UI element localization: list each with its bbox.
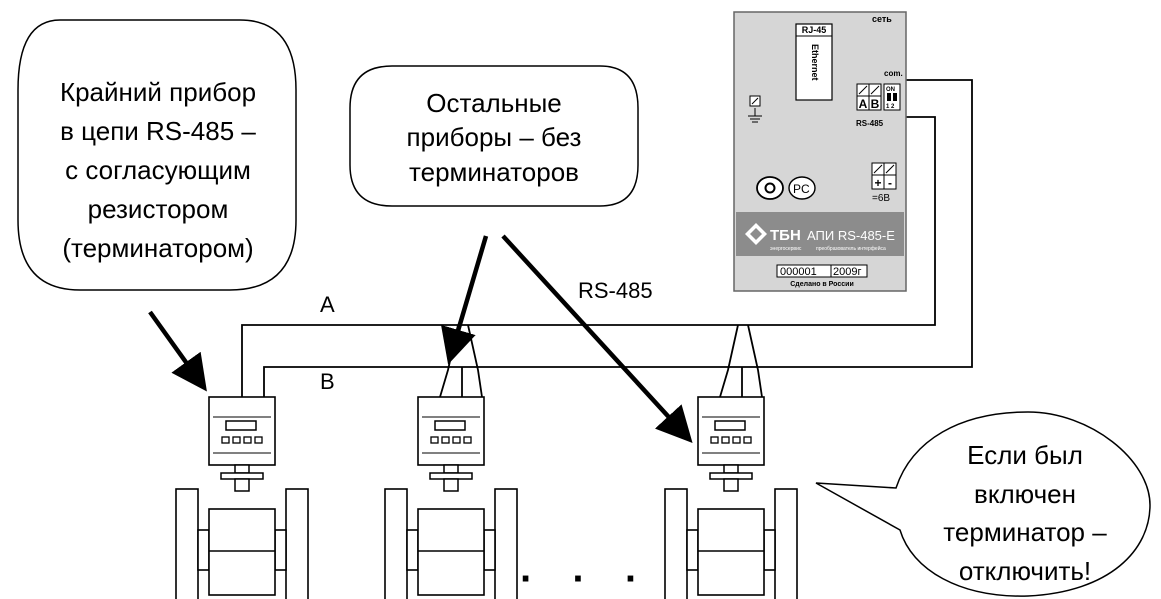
bubble-right-line-2: включен	[974, 479, 1076, 509]
dip-on-label: ON	[886, 87, 895, 93]
power-minus-label: -	[888, 176, 892, 190]
bubble-left-line-1: Крайний прибор	[60, 77, 256, 107]
net-label: сеть	[872, 14, 892, 24]
cert-mark-2	[788, 176, 816, 200]
flowmeter-2	[384, 396, 518, 599]
serial-number: 000001	[780, 266, 817, 278]
serial-year: 2009г	[833, 266, 861, 278]
bubble-middle-line-1: Остальные	[426, 88, 562, 118]
dip-switch	[883, 83, 901, 111]
power-plus-label: +	[874, 176, 881, 190]
power-voltage-label: =6В	[872, 193, 890, 204]
wire-b	[263, 79, 973, 397]
arrow-right	[501, 234, 693, 443]
rs485-port-label: RS-485	[856, 119, 884, 128]
bubble-left-line-5: (терминатором)	[62, 233, 253, 263]
made-in-label: Сделано в России	[790, 281, 854, 288]
bubble-right-line-1: Если был	[967, 440, 1083, 470]
bubble-right-line-3: терминатор –	[943, 517, 1107, 547]
bubble-right	[815, 411, 1151, 597]
wire-b-label: B	[320, 369, 335, 394]
arrow-left	[148, 310, 207, 392]
ethernet-label: Ethernet	[810, 44, 820, 81]
rj45-port	[795, 23, 833, 101]
dip-nums-label: 1 2	[886, 104, 895, 110]
bubble-middle	[349, 65, 639, 207]
bubble-left	[17, 19, 297, 291]
brand-desc: преобразователь интерфейса	[816, 245, 886, 252]
rj45-label: RJ-45	[802, 25, 827, 35]
ellipsis: · · ·	[520, 557, 652, 599]
brand-sub: энергосервис	[770, 246, 802, 252]
wire-a-label: A	[320, 292, 335, 317]
terminal-a-label: A	[859, 97, 868, 111]
brand-logo: ТБН	[770, 227, 801, 244]
bubble-left-line-4: резистором	[88, 194, 229, 224]
bus-label: RS-485	[578, 278, 653, 303]
bubble-left-line-3: с согласующим	[65, 155, 251, 185]
bubble-left-line-2: в цепи RS-485 –	[60, 116, 256, 146]
brand-name: АПИ RS-485-E	[807, 228, 895, 243]
bubble-middle-line-3: терминаторов	[409, 157, 579, 187]
com-label: com.	[884, 69, 903, 78]
converter-device: RJ-45 Ethernet сеть com. A B ON 1 2 RS-4…	[733, 11, 907, 292]
arrow-middle	[441, 235, 489, 365]
bubble-right-line-4: отключить!	[959, 556, 1091, 586]
flowmeter-3	[664, 396, 798, 599]
terminal-b-label: B	[871, 97, 880, 111]
svg-text:PC: PC	[793, 182, 810, 196]
flowmeter-1	[175, 396, 309, 599]
cert-mark-1	[756, 176, 784, 200]
bubble-middle-line-2: приборы – без	[407, 122, 582, 152]
